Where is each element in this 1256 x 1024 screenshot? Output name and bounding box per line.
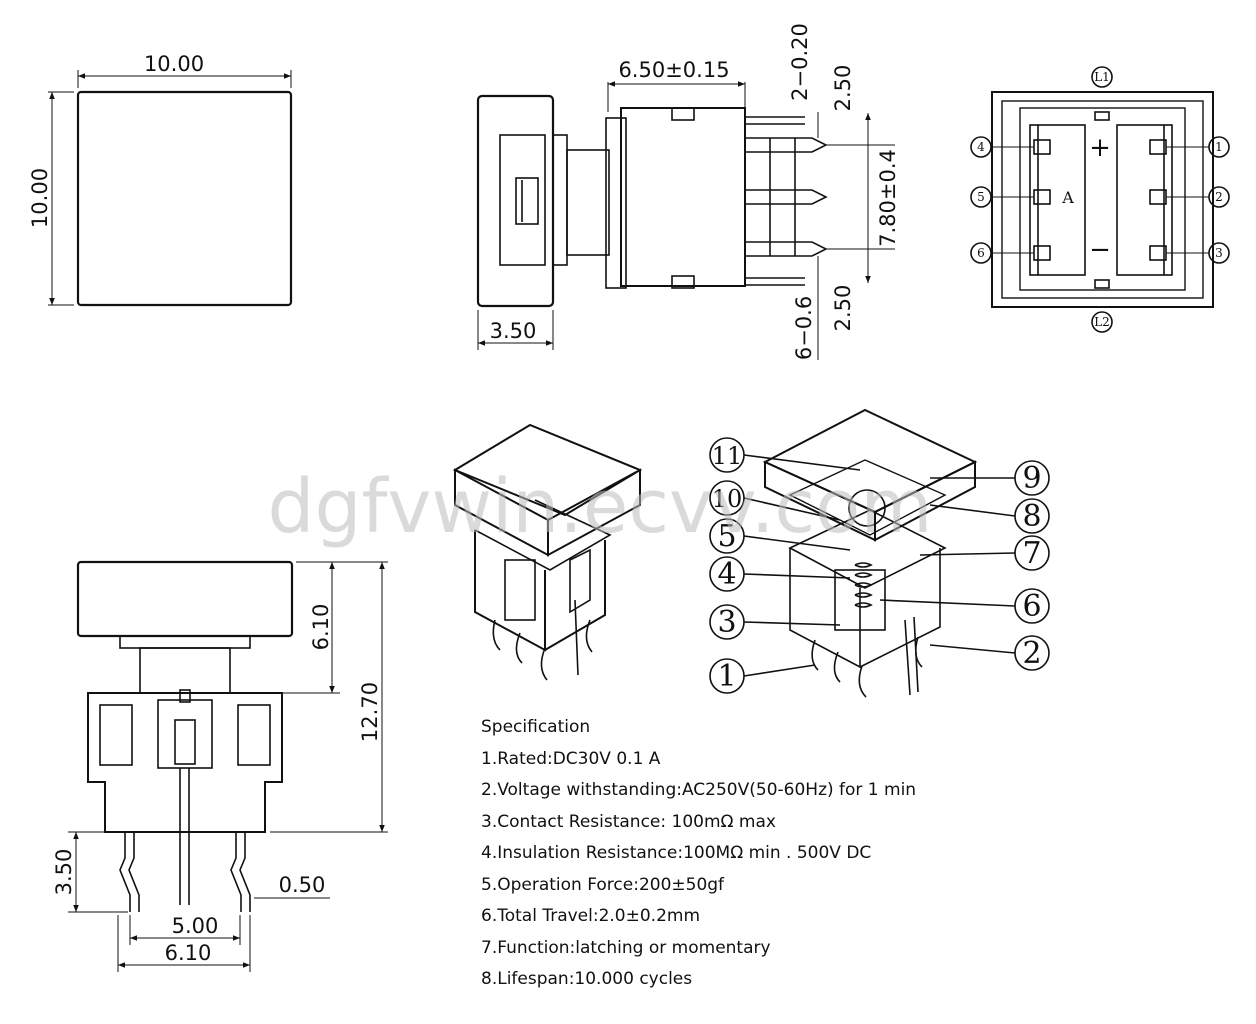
pin-label-6: 6 xyxy=(977,246,985,260)
led-label-l1: L1 xyxy=(1094,70,1110,84)
callout-8: 8 xyxy=(1022,499,1041,534)
spec-item-function: 7.Function:latching or momentary xyxy=(481,937,771,958)
dim-pitch: 5.00 xyxy=(172,914,219,938)
callout-9: 9 xyxy=(1022,461,1041,496)
dim-front-total-height: 12.70 xyxy=(358,682,382,742)
callout-markers xyxy=(709,437,1050,694)
plus-symbol: + xyxy=(1089,133,1111,163)
callout-6: 6 xyxy=(1022,589,1041,624)
dim-top-width: 10.00 xyxy=(144,52,204,76)
dim-top-height: 10.00 xyxy=(28,168,52,228)
pin-label-5: 5 xyxy=(977,190,985,204)
callout-7: 7 xyxy=(1022,536,1041,571)
callout-2: 2 xyxy=(1022,636,1041,671)
dim-pin-count: 6−0.6 xyxy=(792,296,816,360)
spec-item-rated: 1.Rated:DC30V 0.1 A xyxy=(481,748,661,769)
pin-label-1: 1 xyxy=(1215,140,1223,154)
dim-pin-span: 7.80±0.4 xyxy=(876,149,900,247)
pin-label-4: 4 xyxy=(977,140,985,154)
front-view xyxy=(68,560,388,972)
spec-item-lifespan: 8.Lifespan:10.000 cycles xyxy=(481,969,693,989)
led-label-l2: L2 xyxy=(1094,315,1110,329)
minus-symbol: − xyxy=(1089,235,1111,265)
spec-item-total-travel: 6.Total Travel:2.0±0.2mm xyxy=(481,906,701,926)
dim-gap-top: 2.50 xyxy=(831,65,855,112)
callout-10: 10 xyxy=(712,485,743,513)
spec-item-voltage: 2.Voltage withstanding:AC250V(50-60Hz) f… xyxy=(481,780,917,800)
dim-lead-thickness: 0.50 xyxy=(279,873,326,897)
callout-1: 1 xyxy=(717,659,736,694)
dim-gap-bottom: 2.50 xyxy=(831,285,855,332)
dim-body-width: 6.10 xyxy=(165,941,212,965)
isometric-exploded-view xyxy=(762,408,978,698)
pin-label-3: 3 xyxy=(1215,246,1223,260)
isometric-assembled-view xyxy=(452,423,643,681)
dim-cap-depth: 3.50 xyxy=(490,319,537,343)
callout-3: 3 xyxy=(717,605,736,640)
bottom-view xyxy=(970,66,1230,333)
callout-11: 11 xyxy=(712,442,743,470)
spec-item-contact-resistance: 3.Contact Resistance: 100mΩ max xyxy=(481,811,776,832)
pin-label-2: 2 xyxy=(1215,190,1223,204)
watermark: dgfvwin.ecvv.com xyxy=(268,464,933,550)
spec-title: Specification xyxy=(481,717,591,737)
dim-side-thickness: 6.50±0.15 xyxy=(618,58,729,82)
top-view xyxy=(48,70,293,307)
spec-item-insulation-resistance: 4.Insulation Resistance:100MΩ min . 500V… xyxy=(481,843,872,863)
dim-front-cap-height: 6.10 xyxy=(309,604,333,651)
side-view xyxy=(476,81,895,360)
callout-4: 4 xyxy=(717,557,736,592)
led-symbol: A xyxy=(1061,188,1074,207)
dim-pin-width: 2−0.20 xyxy=(788,23,812,101)
dim-lead-length: 3.50 xyxy=(52,849,76,896)
callout-5: 5 xyxy=(717,519,736,554)
spec-item-operation-force: 5.Operation Force:200±50gf xyxy=(481,874,725,895)
specification-block: Specification 1.Rated:DC30V 0.1 A 2.Volt… xyxy=(481,712,1041,996)
